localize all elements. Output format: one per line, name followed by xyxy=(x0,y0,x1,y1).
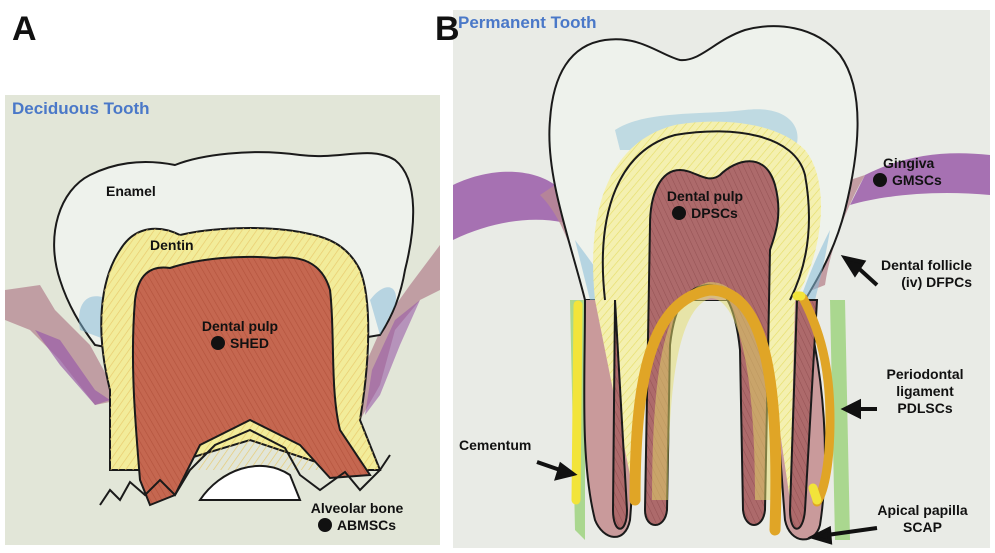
label-abmscs: ABMSCs xyxy=(337,517,396,533)
label-dental-pulp-a: Dental pulp SHED xyxy=(180,318,300,352)
label-pulp-name: Dental pulp xyxy=(650,188,760,205)
label-gmscs: GMSCs xyxy=(892,172,942,188)
cell-marker-icon xyxy=(873,173,887,187)
label-papilla-name: Apical papilla xyxy=(865,502,980,519)
panel-title-deciduous: Deciduous Tooth xyxy=(12,100,150,117)
cementum-right-bottom xyxy=(813,488,817,500)
label-pdl-line2: ligament xyxy=(870,383,980,400)
panel-a-deciduous-tooth: A Deciduous Tooth Enamel Dentin Dental p… xyxy=(0,0,445,553)
cell-marker-icon xyxy=(672,206,686,220)
label-dental-pulp-b: Dental pulp DPSCs xyxy=(650,188,760,222)
label-bone-cells: ABMSCs xyxy=(292,517,422,534)
label-dpscs: DPSCs xyxy=(691,205,738,221)
label-papilla-cells: SCAP xyxy=(865,519,980,536)
label-follicle-name: Dental follicle xyxy=(881,257,972,274)
panel-b-permanent-tooth: B Permanent Tooth Dental pulp DPSCs Ging… xyxy=(445,0,995,553)
label-dentin: Dentin xyxy=(150,237,194,254)
panel-letter-b: B xyxy=(435,12,460,46)
label-alveolar-bone: Alveolar bone ABMSCs xyxy=(292,500,422,534)
label-enamel: Enamel xyxy=(106,183,156,200)
cell-marker-icon xyxy=(211,336,225,350)
label-bone-name: Alveolar bone xyxy=(292,500,422,517)
deciduous-tooth-drawing xyxy=(0,0,445,553)
label-follicle-cells: (iv) DFPCs xyxy=(881,274,972,291)
label-pdl-line1: Periodontal xyxy=(870,366,980,383)
label-gingiva: Gingiva GMSCs xyxy=(873,155,942,189)
cementum-left xyxy=(576,305,578,500)
label-dental-follicle: Dental follicle (iv) DFPCs xyxy=(881,257,972,291)
panel-letter-a: A xyxy=(12,12,37,46)
label-pdl-cells: PDLSCs xyxy=(870,400,980,417)
label-cementum: Cementum xyxy=(459,437,531,454)
label-apical-papilla: Apical papilla SCAP xyxy=(865,502,980,536)
cell-marker-icon xyxy=(318,518,332,532)
label-gingiva-cells: GMSCs xyxy=(873,172,942,189)
label-shed: SHED xyxy=(230,335,269,351)
label-pulp-name: Dental pulp xyxy=(180,318,300,335)
label-gingiva-name: Gingiva xyxy=(873,155,942,172)
label-pulp-cells: SHED xyxy=(180,335,300,352)
label-pulp-cells: DPSCs xyxy=(650,205,760,222)
label-periodontal-ligament: Periodontal ligament PDLSCs xyxy=(870,366,980,417)
panel-title-permanent: Permanent Tooth xyxy=(458,14,597,31)
